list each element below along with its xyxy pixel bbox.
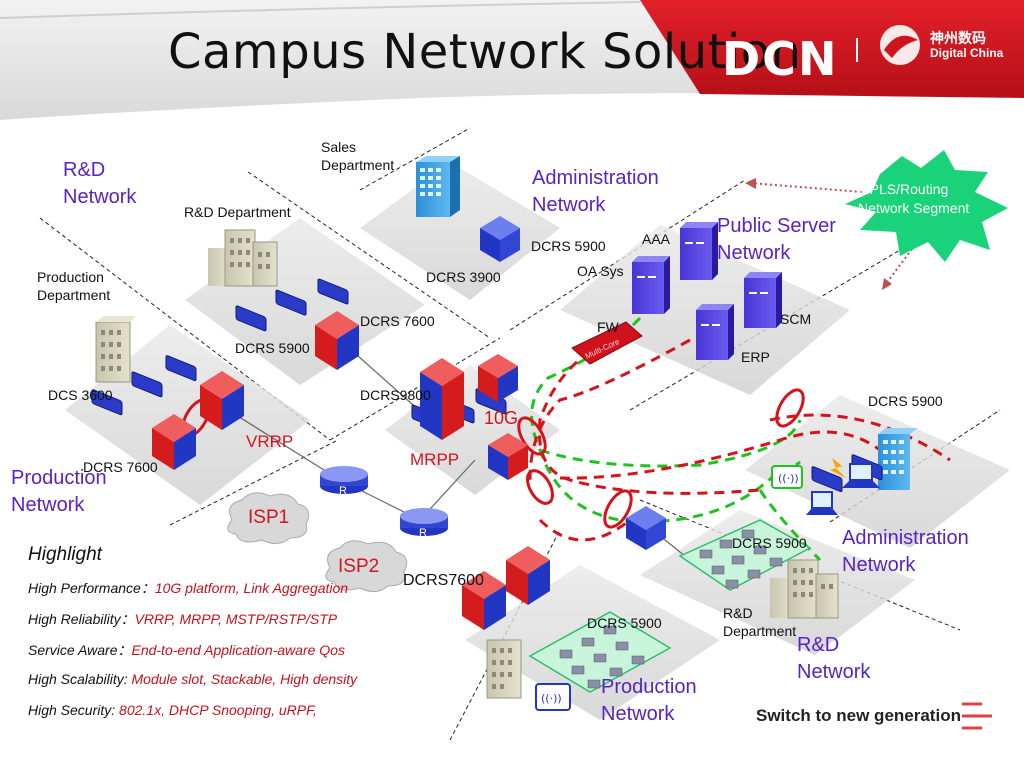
- server-icons: [632, 222, 782, 360]
- zone-rd-network: R&D Network: [63, 159, 137, 208]
- isp2-label: ISP2: [338, 556, 380, 577]
- label-dcrs-3900: DCRS 3900: [426, 269, 501, 285]
- highlight-value: Module slot, Stackable, High density: [131, 671, 358, 687]
- tagline: Switch to new generation: [756, 706, 961, 725]
- company-name-en: Digital China: [930, 46, 1004, 60]
- highlight-key: High Reliability：: [28, 611, 135, 627]
- label-dcrs-5900-right: DCRS 5900: [868, 393, 943, 409]
- highlight-row: High Reliability：VRRP, MRPP, MSTP/RSTP/S…: [28, 609, 468, 640]
- label-vrrp: VRRP: [246, 432, 294, 451]
- label-dcrs9800: DCRS9800: [360, 387, 431, 403]
- zone-production-network: Production Network: [11, 467, 107, 516]
- core-switch-icons: [152, 216, 666, 630]
- tagline-swoosh: [962, 702, 992, 730]
- zone-admin-network-right: Administration Network: [842, 527, 969, 576]
- label-dcrs7600-bottom: DCRS7600: [403, 572, 484, 589]
- building-icon: [770, 559, 839, 619]
- label-aaa: AAA: [642, 231, 671, 247]
- wireless-ap-icon: ((·)): [535, 683, 571, 711]
- laptop-icon: [806, 491, 838, 515]
- building-icon: [208, 229, 278, 287]
- laptop-icon: [842, 463, 880, 488]
- building-icon: [95, 316, 136, 383]
- label-sales-department: Sales Department: [321, 139, 395, 173]
- lightning-icon: [830, 458, 846, 478]
- mpls-label: MPLS/Routing Network Segment: [858, 181, 970, 216]
- building-icon: [416, 156, 460, 217]
- label-production-department: Production Department: [37, 269, 111, 303]
- router-label: R: [339, 485, 347, 497]
- svg-text:((·)): ((·)): [778, 472, 799, 485]
- building-icon: [486, 639, 522, 699]
- zone-production-network-bottom: Production Network: [601, 676, 697, 725]
- zone-public-server-network: Public Server Network: [717, 215, 836, 264]
- label-erp: ERP: [741, 349, 770, 365]
- page-title: Campus Network Solution: [168, 24, 802, 80]
- label-dcrs-7600: DCRS 7600: [360, 313, 435, 329]
- label-fw: FW: [597, 319, 619, 335]
- header-banner: Campus Network Solution DCN 神州数码 Digital…: [0, 0, 1024, 122]
- small-switch-icons: [559, 529, 783, 689]
- highlight-row: High Security: 802.1x, DHCP Snooping, uR…: [28, 702, 468, 733]
- highlight-row: High Scalability: Module slot, Stackable…: [28, 671, 468, 702]
- label-dcs-3600: DCS 3600: [48, 387, 113, 403]
- dcn-logo: DCN: [722, 32, 839, 86]
- highlight-key: High Performance：: [28, 580, 155, 596]
- label-rd-department-bottom: R&D Department: [723, 605, 797, 639]
- building-icon: [878, 428, 918, 490]
- label-mrpp: MRPP: [410, 450, 460, 469]
- router-label: R: [419, 527, 427, 539]
- highlight-row: Service Aware：End-to-end Application-awa…: [28, 640, 468, 671]
- zone-rd-network-bottom: R&D Network: [797, 634, 871, 683]
- highlight-value: VRRP, MRPP, MSTP/RSTP/STP: [134, 611, 338, 627]
- label-dcrs-7600-production: DCRS 7600: [83, 459, 158, 475]
- header-background: [0, 0, 1024, 120]
- label-oa-sys: OA Sys: [577, 263, 624, 279]
- zone-admin-network: Administration Network: [532, 167, 659, 216]
- highlight-key: Service Aware：: [28, 642, 132, 658]
- mpls-star: [845, 150, 1008, 262]
- isp2-cloud: [325, 540, 408, 592]
- isp1-label: ISP1: [248, 507, 290, 528]
- highlight-panel: Highlight High Performance：10G platform,…: [28, 544, 468, 733]
- svg-text:((·)): ((·)): [541, 692, 562, 705]
- label-rd-department: R&D Department: [184, 204, 291, 220]
- highlight-key: High Scalability:: [28, 671, 132, 687]
- mpls-links: [749, 182, 931, 286]
- label-scm: SCM: [780, 311, 812, 327]
- highlight-value: End-to-end Application-aware Qos: [131, 642, 345, 658]
- label-dcrs-5900-rd: DCRS 5900: [235, 340, 310, 356]
- label-10g: 10G: [484, 408, 519, 428]
- label-dcrs-5900-bottom: DCRS 5900: [587, 615, 662, 631]
- router-icon: [320, 466, 368, 494]
- highlight-value: 802.1x, DHCP Snooping, uRPF,: [119, 702, 317, 718]
- isp1-cloud: [227, 492, 310, 544]
- label-dcrs-5900-admin: DCRS 5900: [531, 238, 606, 254]
- highlight-row: High Performance：10G platform, Link Aggr…: [28, 578, 468, 609]
- core-links: [528, 316, 951, 562]
- label-dcrs-5900-bottom-right: DCRS 5900: [732, 535, 807, 551]
- wireless-ap-icon: ((·)): [771, 465, 803, 489]
- router-icon: [400, 508, 448, 536]
- company-name-cn: 神州数码: [930, 30, 986, 46]
- highlight-key: High Security:: [28, 702, 120, 718]
- highlight-value: 10G platform, Link Aggregation: [154, 580, 349, 596]
- aggregation-rings: [181, 388, 805, 529]
- highlight-title: Highlight: [28, 544, 102, 565]
